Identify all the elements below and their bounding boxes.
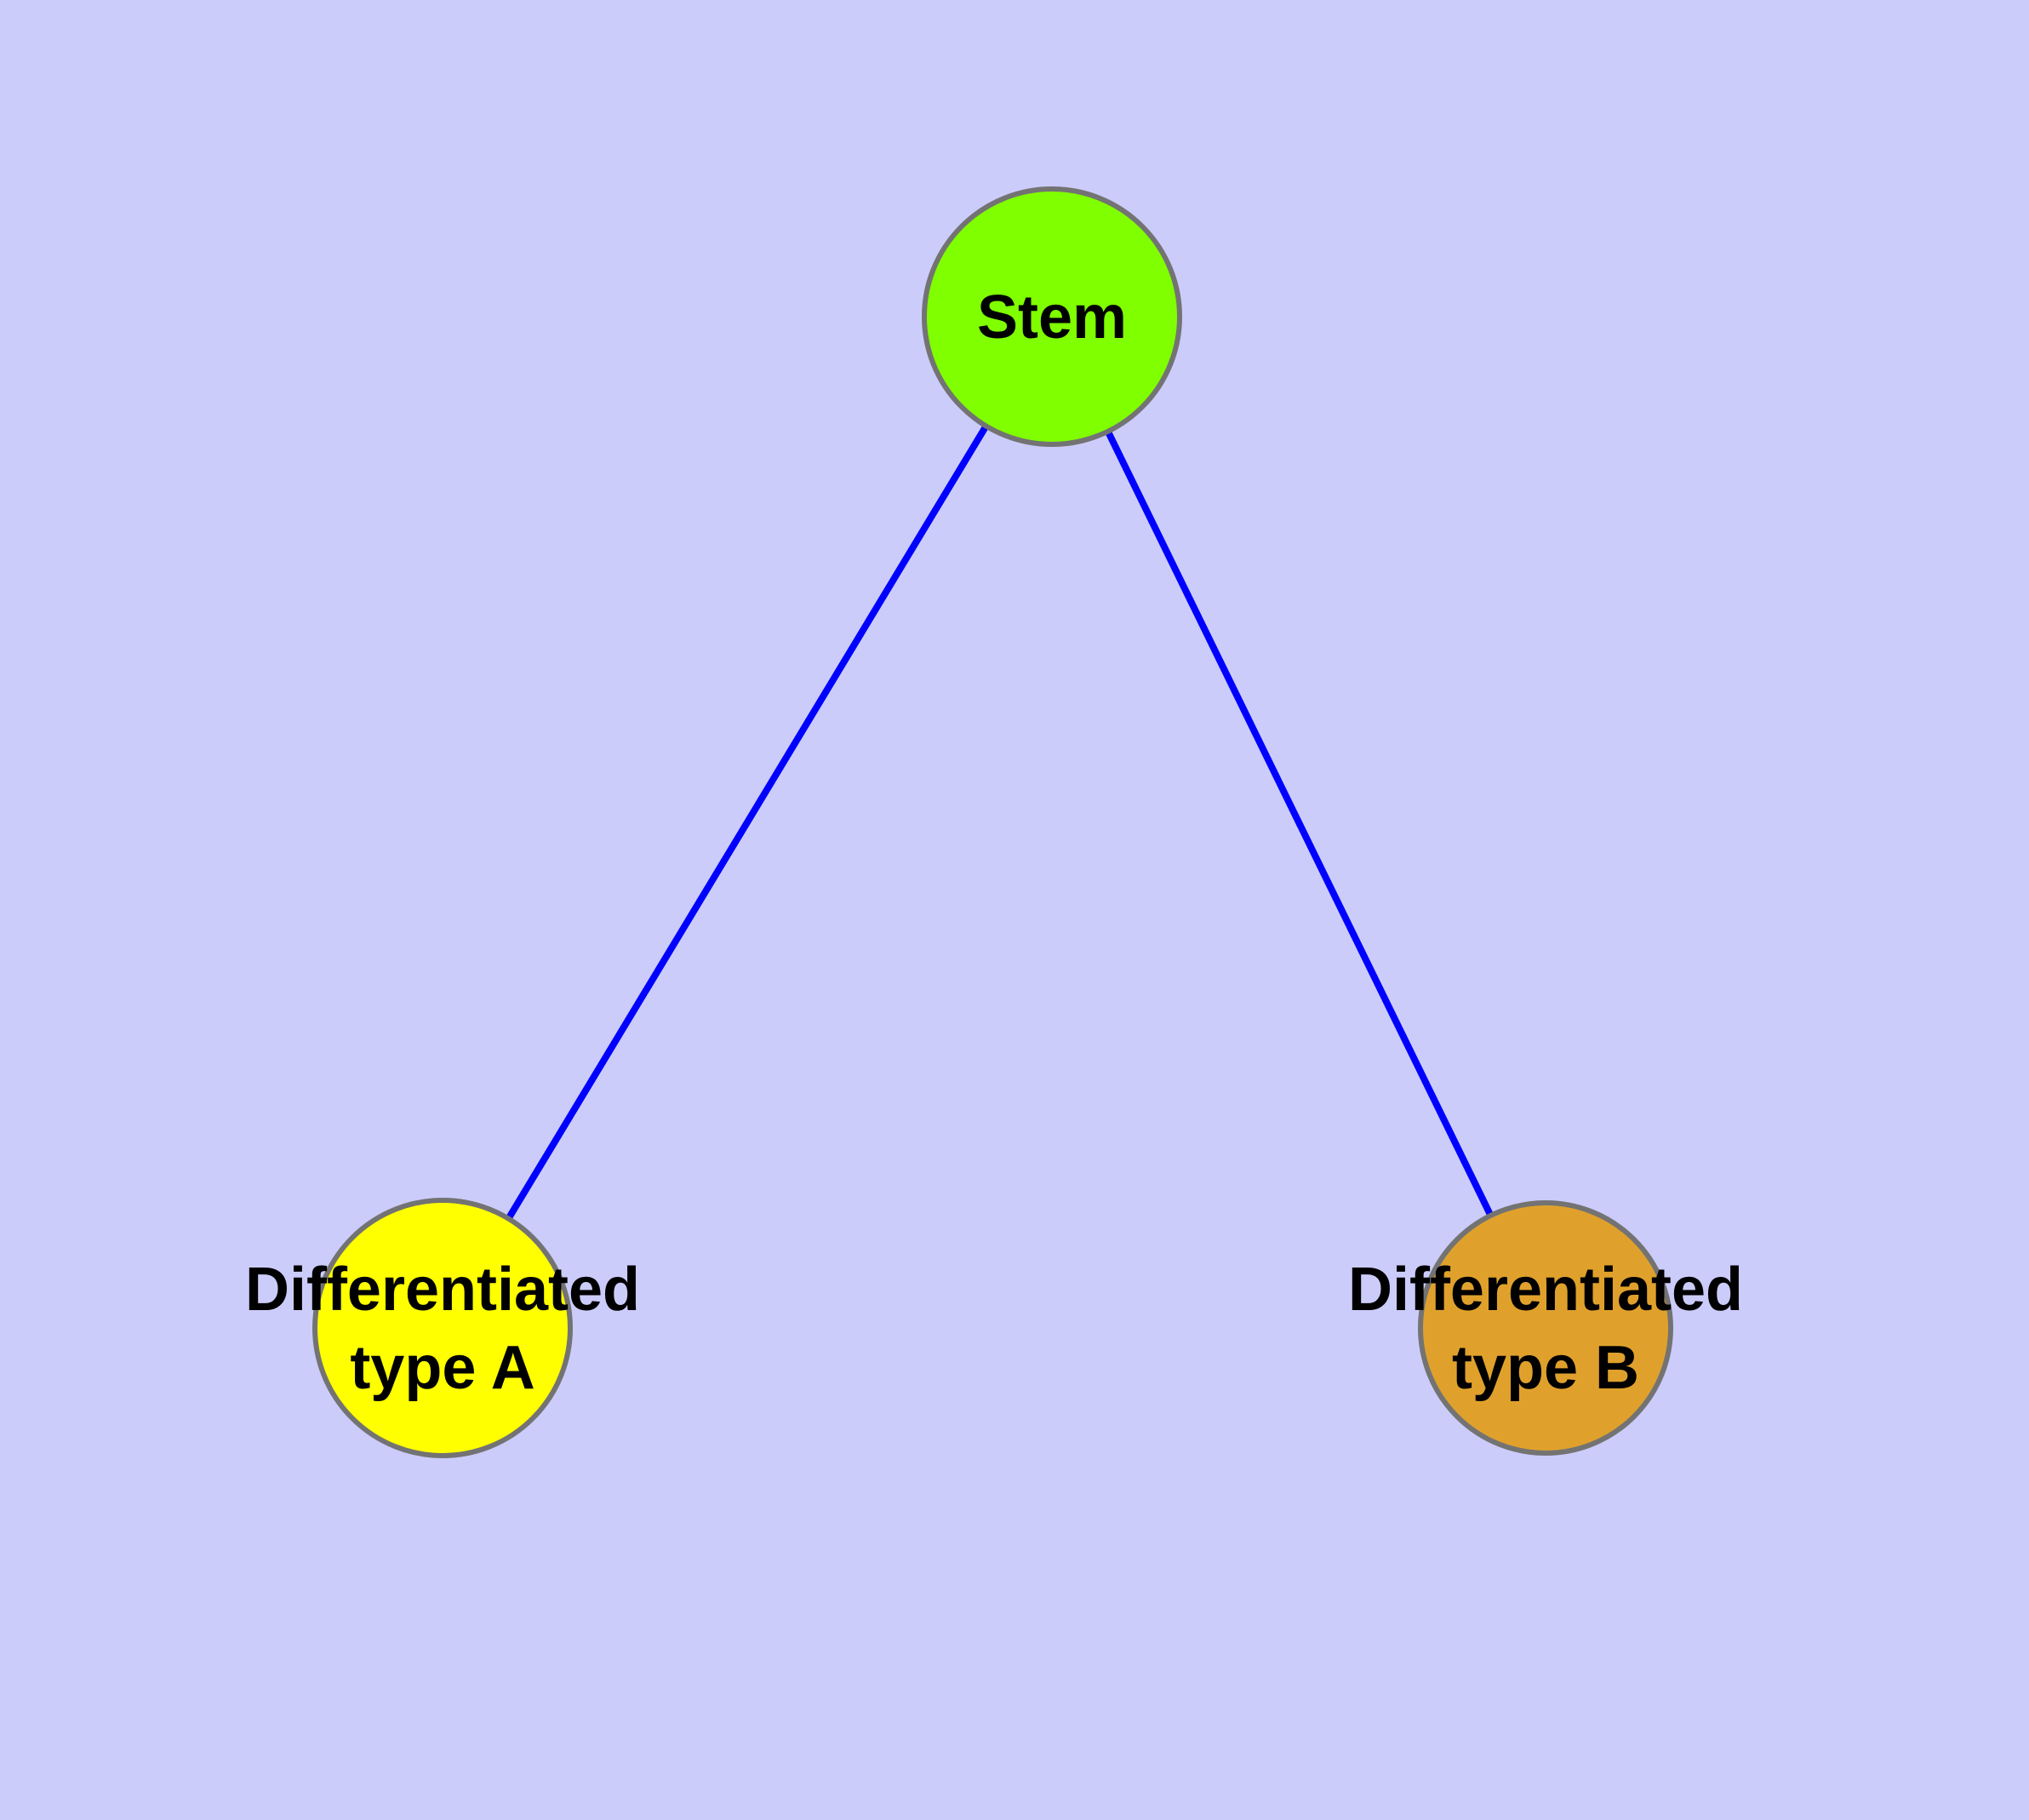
differentiated-type-a-node[interactable] — [312, 1198, 573, 1458]
stem-node[interactable] — [922, 186, 1182, 447]
differentiated-type-b-node-label-line-1: Differentiated — [1348, 1256, 1743, 1324]
differentiated-type-a-node-label: Differentiated type A — [245, 1256, 640, 1402]
edge-stem-to-type-b[interactable] — [1049, 315, 1549, 1330]
edge-stem-to-type-a[interactable] — [439, 314, 1055, 1331]
stem-node-label: Stem — [977, 283, 1127, 352]
nodes-layer — [312, 186, 1673, 1458]
stem-node-label-line-1: Stem — [977, 283, 1127, 352]
differentiated-type-a-node-label-line-1: Differentiated — [245, 1256, 640, 1324]
differentiated-type-a-node-label-line-2: type A — [350, 1334, 534, 1402]
differentiated-type-b-node-label-line-2: type B — [1452, 1334, 1639, 1402]
differentiated-type-b-node-label: Differentiated type B — [1348, 1256, 1743, 1402]
edges-layer — [439, 314, 1549, 1331]
differentiated-type-b-node[interactable] — [1418, 1200, 1673, 1456]
